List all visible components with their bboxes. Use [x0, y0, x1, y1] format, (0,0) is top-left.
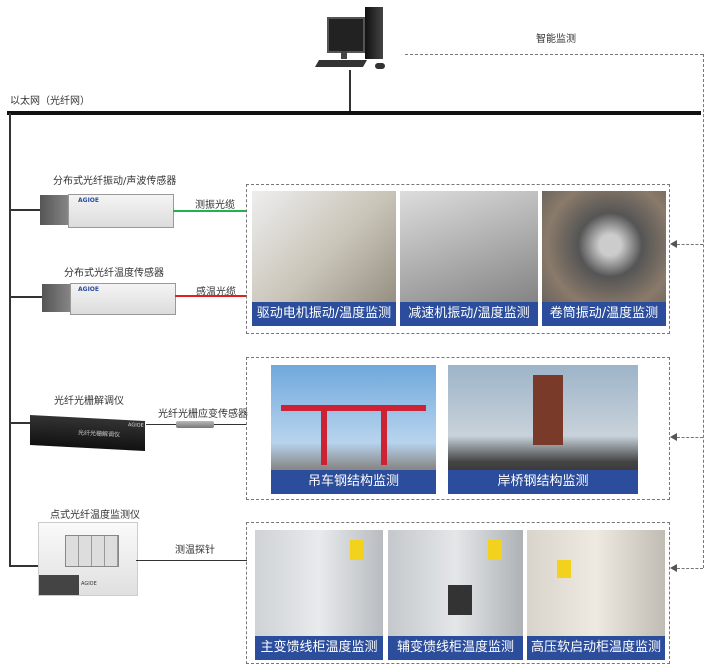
fbg-demodulator: 光纤光栅解调仪 AGIOE — [30, 414, 145, 452]
strain-sensor-icon — [176, 421, 214, 428]
computer-icon — [314, 5, 390, 70]
device-label: 分布式光纤温度传感器 — [64, 268, 164, 279]
ethernet-label: 以太网（光纤网） — [10, 96, 90, 107]
photo-crane: 吊车钢结构监测 — [271, 365, 436, 494]
ethernet-bus — [7, 111, 701, 115]
device-label: 分布式光纤振动/声波传感器 — [53, 176, 177, 187]
structure-monitoring-group — [246, 357, 670, 500]
photo-reducer: 减速机振动/温度监测 — [400, 191, 538, 326]
vibration-cable — [173, 210, 247, 212]
photo-drive-motor: 驱动电机振动/温度监测 — [252, 191, 396, 326]
motor-monitoring-group — [246, 184, 670, 334]
device-label: 点式光纤温度监测仪 — [50, 510, 140, 521]
monitor-label: 智能监测 — [536, 34, 576, 45]
point-temperature-monitor: AGIOE — [38, 522, 138, 596]
photo-main-feeder-cabinet: 主变馈线柜温度监测 — [255, 530, 383, 660]
cable-label: 光纤光栅应变传感器 — [158, 409, 248, 420]
cable-label: 测振光缆 — [195, 200, 235, 211]
photo-aux-feeder-cabinet: 辅变馈线柜温度监测 — [388, 530, 523, 660]
cable-label: 感温光缆 — [196, 287, 236, 298]
cable-label: 测温探针 — [175, 545, 215, 556]
photo-drum: 卷筒振动/温度监测 — [542, 191, 666, 326]
photo-hv-softstart-cabinet: 高压软启动柜温度监测 — [527, 530, 665, 660]
device-label: 光纤光栅解调仪 — [54, 396, 124, 407]
cabinet-monitoring-group — [246, 522, 670, 664]
temperature-cable — [175, 295, 247, 297]
photo-quay-crane: 岸桥钢结构监测 — [448, 365, 638, 494]
